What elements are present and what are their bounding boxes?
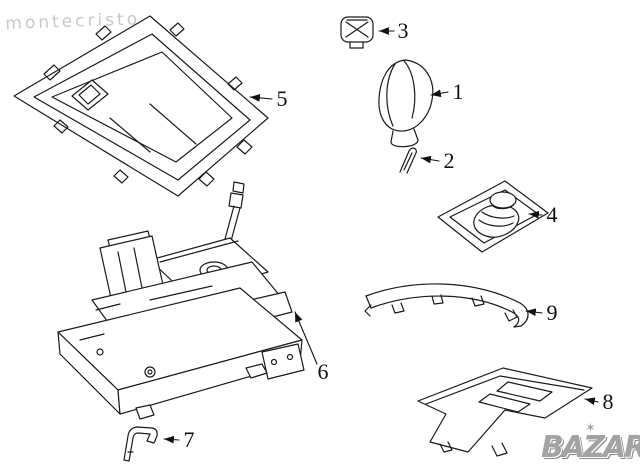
part-label-5: 5 [276,86,288,111]
part-7-bracket-drawing [123,426,158,462]
part-9-bezel-strip-drawing [364,283,529,328]
part-8-lower-trim-drawing [417,367,593,457]
part-label-6: 6 [317,359,329,384]
watermark-bazar-text: BAZAR [541,430,640,465]
part-label-9: 9 [546,300,558,325]
part-6-shifter-assembly-drawing [57,181,305,420]
part-4-shift-boot-drawing [437,180,549,253]
part-2-pin-drawing [399,147,417,174]
part-label-7: 7 [183,427,195,452]
part-label-8: 8 [602,389,614,414]
part-5-upper-trim-plate-drawing [13,15,269,197]
part-label-1: 1 [452,79,464,104]
watermark-bazar-logo: ✶ BAZAR [541,420,640,465]
part-label-4: 4 [546,202,558,227]
star-icon: ✶ [585,420,596,435]
part-3-clip-drawing [340,16,374,49]
leader-lines [163,27,599,444]
part-label-2: 2 [443,148,455,173]
part-label-3: 3 [397,18,409,43]
part-1-shift-knob-drawing [378,59,434,148]
